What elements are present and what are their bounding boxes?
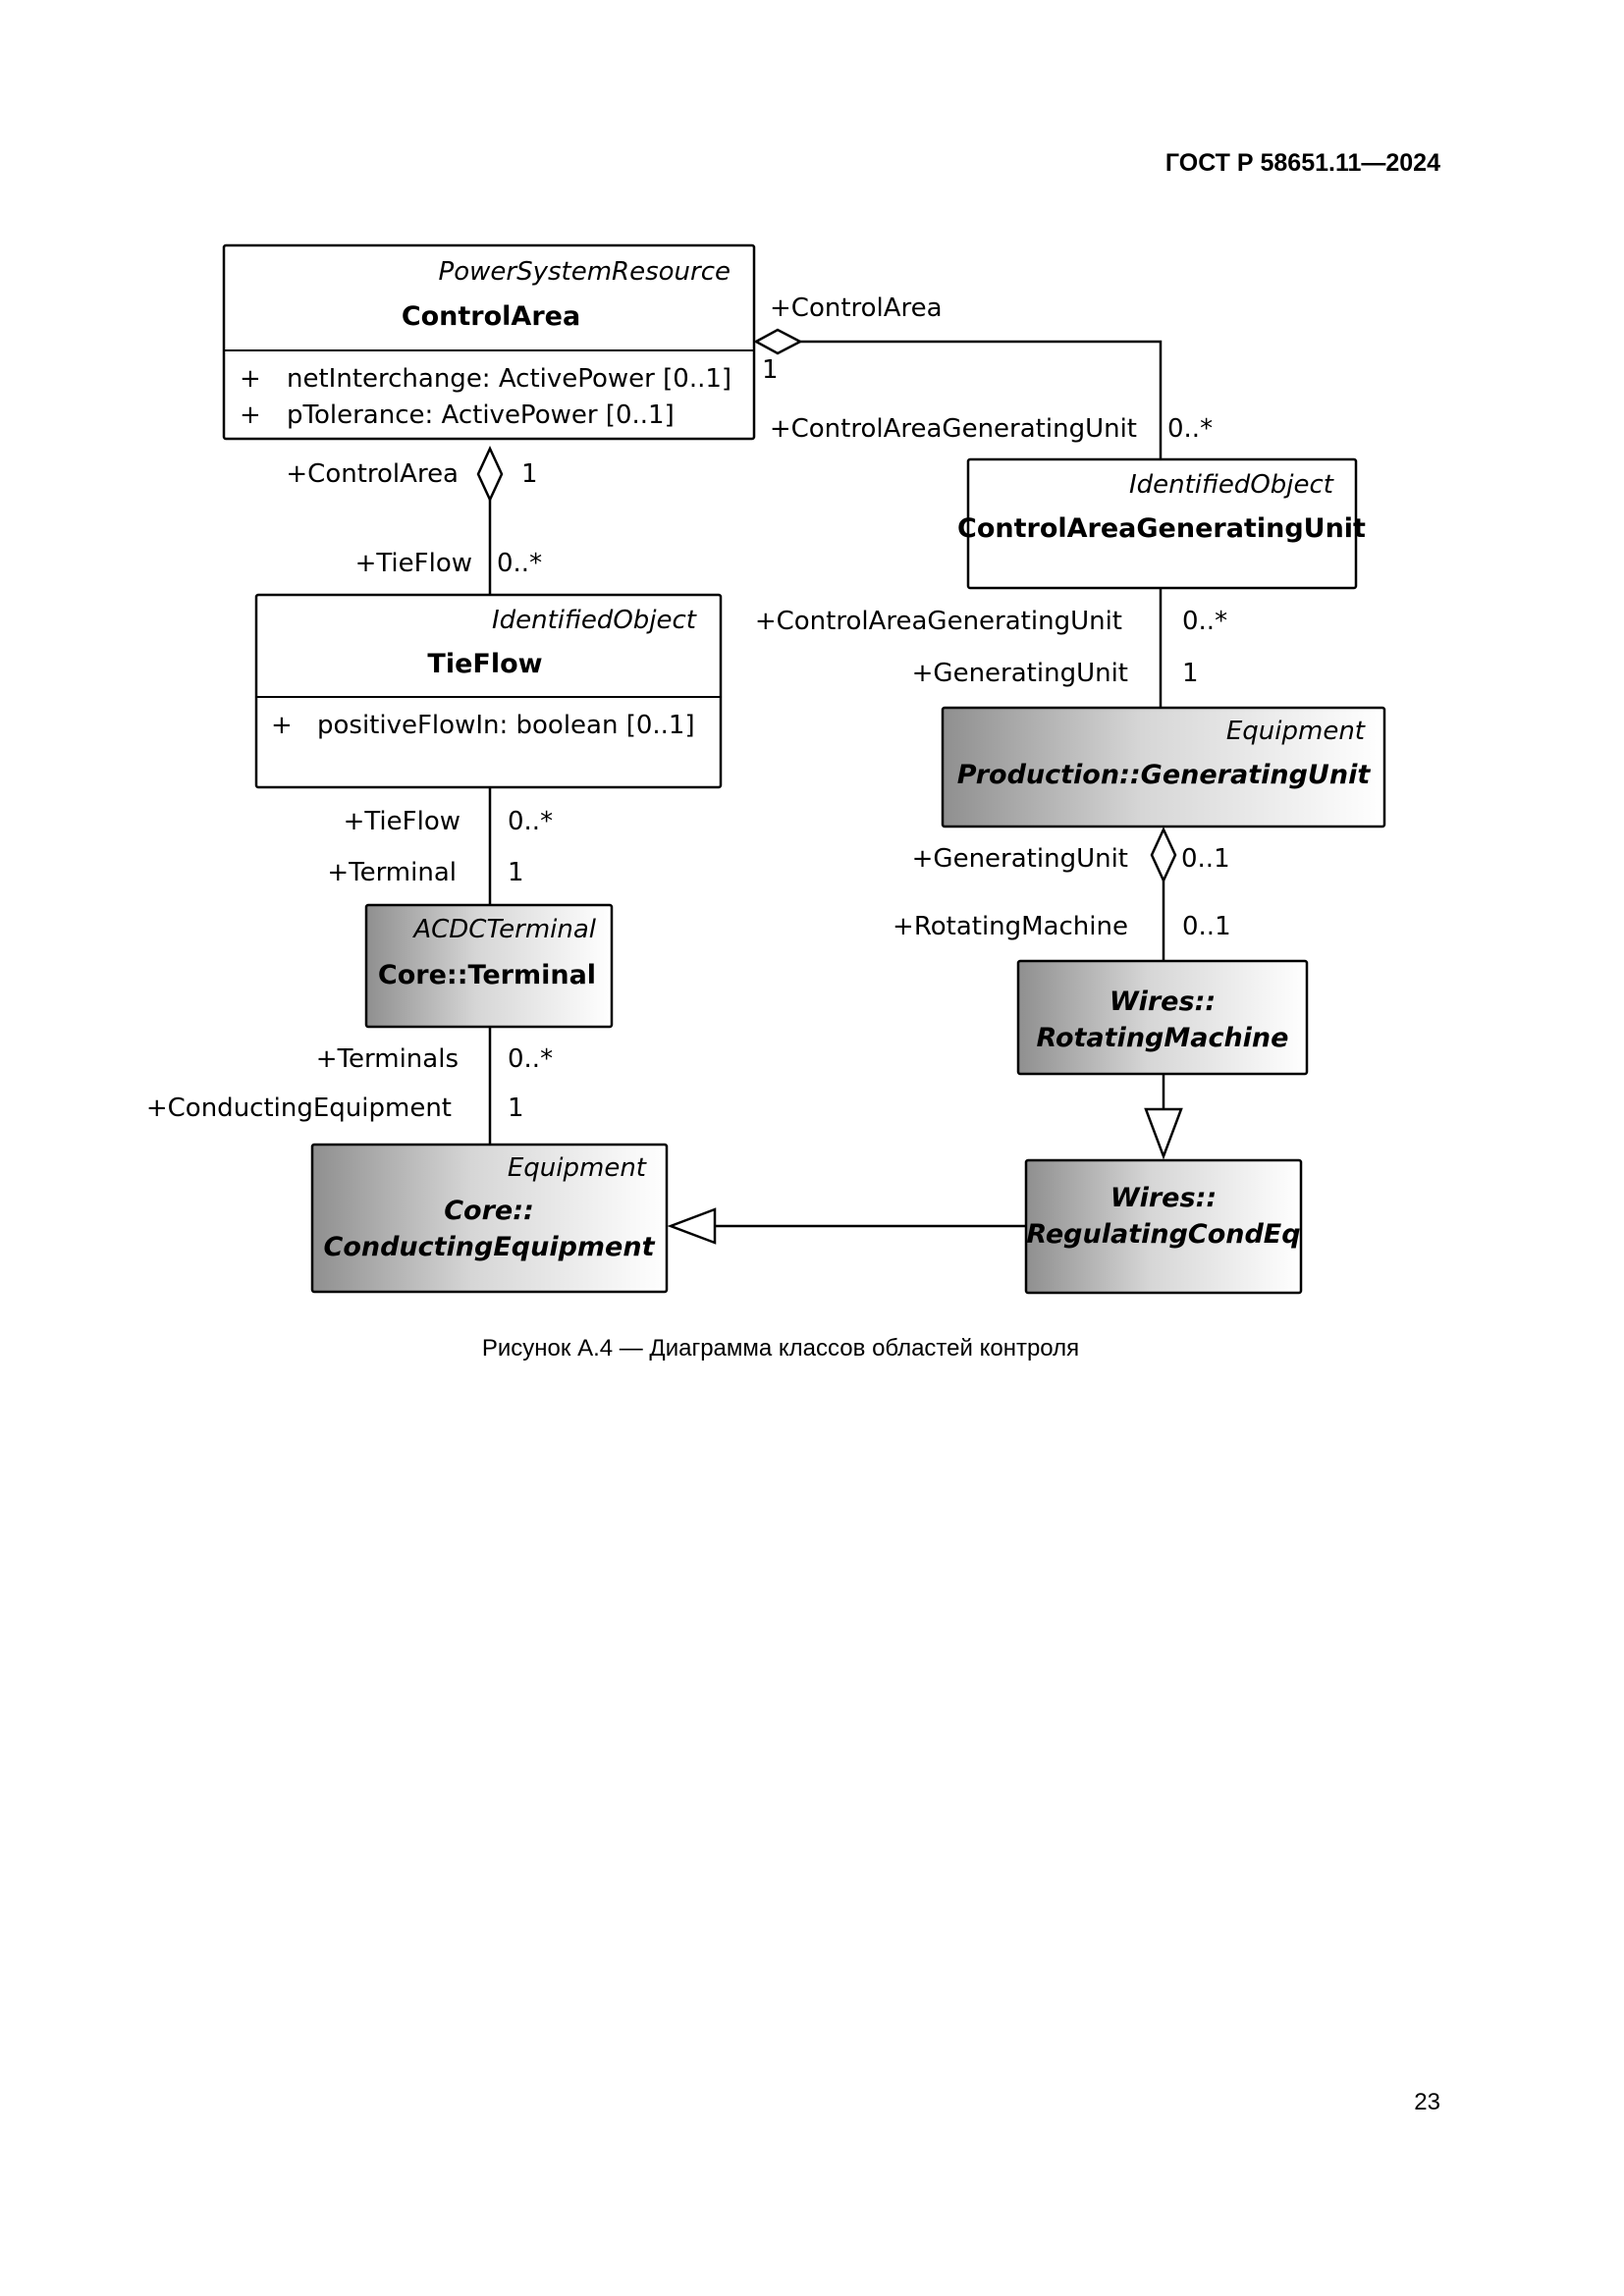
aggregation-diamond-gu-rm <box>1150 827 1177 883</box>
page-header: ГОСТ Р 58651.11—2024 <box>1164 149 1440 177</box>
mult-ca-tieflow-target: 0..* <box>497 549 542 578</box>
mult-terminal-ce-target: 1 <box>508 1094 524 1123</box>
class-generating-unit: Equipment Production::GeneratingUnit <box>941 706 1386 828</box>
mult-gu-rm-target: 0..1 <box>1182 912 1231 941</box>
mult-tieflow-terminal-source: 0..* <box>508 807 553 836</box>
role-ca-cagu-target: +ControlAreaGeneratingUnit <box>770 414 1137 444</box>
role-gu-rm-source: +GeneratingUnit <box>912 844 1128 874</box>
class-control-area: PowerSystemResource ControlArea + netInt… <box>222 243 756 441</box>
aggregation-diamond-ca-tieflow <box>476 446 504 503</box>
page-number: 23 <box>1414 2089 1440 2115</box>
class-conducting-equipment-name-line1: Core:: <box>444 1196 534 1226</box>
class-regulating-cond-eq-box <box>1024 1158 1303 1295</box>
class-tie-flow-attr-1-visibility: + <box>271 711 293 740</box>
mult-ca-cagu-target: 0..* <box>1167 414 1213 444</box>
class-generating-unit-box <box>941 706 1386 828</box>
class-conducting-equipment-name-line2: ConductingEquipment <box>324 1232 656 1262</box>
class-conducting-equipment: Equipment Core:: ConductingEquipment <box>310 1143 669 1294</box>
role-tieflow-terminal-target: +Terminal <box>327 858 457 887</box>
generalization-markers <box>667 1107 1183 1245</box>
mult-ca-tieflow-source: 1 <box>521 459 538 489</box>
role-gu-rm-target: +RotatingMachine <box>893 912 1128 941</box>
role-terminal-ce-source: +Terminals <box>316 1044 459 1074</box>
role-terminal-ce-target: +ConductingEquipment <box>146 1094 452 1123</box>
role-cagu-gu-target: +GeneratingUnit <box>912 659 1128 688</box>
aggregation-markers <box>476 328 1177 883</box>
connectors <box>488 340 1165 1228</box>
class-control-area-generating-unit: IdentifiedObject ControlAreaGeneratingUn… <box>957 457 1366 590</box>
class-control-area-name: ControlArea <box>402 301 580 332</box>
class-control-area-attr-2-visibility: + <box>240 400 261 430</box>
class-cagu-box <box>966 457 1358 590</box>
class-regulating-cond-eq-name-line2: RegulatingCondEq <box>1026 1219 1300 1250</box>
class-tie-flow-name: TieFlow <box>427 649 542 679</box>
class-tie-flow: IdentifiedObject TieFlow + positiveFlowI… <box>254 593 723 789</box>
role-ca-tieflow-target: +TieFlow <box>355 549 472 578</box>
class-cagu-stereotype: IdentifiedObject <box>1129 470 1334 500</box>
class-terminal-name: Core::Terminal <box>378 960 596 990</box>
class-control-area-stereotype: PowerSystemResource <box>439 257 731 287</box>
mult-gu-rm-source: 0..1 <box>1181 844 1230 874</box>
assoc-line-ca-cagu <box>800 340 1163 459</box>
figure-caption: Рисунок А.4 — Диаграмма классов областей… <box>481 1335 1080 1362</box>
class-terminal: ACDCTerminal Core::Terminal <box>364 903 614 1029</box>
class-rotating-machine-name-line1: Wires:: <box>1110 987 1216 1017</box>
class-terminal-stereotype: ACDCTerminal <box>411 915 596 944</box>
class-control-area-box <box>222 243 756 441</box>
class-tie-flow-stereotype: IdentifiedObject <box>492 606 697 635</box>
aggregation-diamond-ca-cagu <box>753 328 803 355</box>
role-ca-cagu-source: +ControlArea <box>770 294 943 323</box>
mult-cagu-gu-target: 1 <box>1182 659 1199 688</box>
class-generating-unit-name: Production::GeneratingUnit <box>957 760 1372 790</box>
generalization-triangle-rm <box>1144 1107 1183 1160</box>
class-regulating-cond-eq-name-line1: Wires:: <box>1110 1183 1217 1213</box>
class-cagu-name: ControlAreaGeneratingUnit <box>957 513 1366 544</box>
class-control-area-attr-1-visibility: + <box>240 364 261 394</box>
class-rotating-machine: Wires:: RotatingMachine <box>1016 959 1309 1076</box>
class-rotating-machine-box <box>1016 959 1309 1076</box>
mult-tieflow-terminal-target: 1 <box>508 858 524 887</box>
class-conducting-equipment-box <box>310 1143 669 1294</box>
class-tie-flow-attr-1: positiveFlowIn: boolean [0..1] <box>317 711 695 740</box>
mult-ca-cagu-source: 1 <box>762 355 779 385</box>
generalization-triangle-ce <box>667 1207 717 1245</box>
role-cagu-gu-source: +ControlAreaGeneratingUnit <box>755 607 1122 636</box>
class-generating-unit-stereotype: Equipment <box>1226 717 1366 746</box>
class-rotating-machine-name-line2: RotatingMachine <box>1037 1023 1289 1053</box>
class-regulating-cond-eq: Wires:: RegulatingCondEq <box>1024 1158 1303 1295</box>
class-control-area-attr-1: netInterchange: ActivePower [0..1] <box>287 364 731 394</box>
association-labels: +ControlArea 1 +ControlAreaGeneratingUni… <box>146 294 1231 1123</box>
class-control-area-attr-2: pTolerance: ActivePower [0..1] <box>287 400 675 430</box>
mult-cagu-gu-source: 0..* <box>1182 607 1227 636</box>
role-ca-tieflow-source: +ControlArea <box>286 459 459 489</box>
class-terminal-box <box>364 903 614 1029</box>
class-tie-flow-box <box>254 593 723 789</box>
class-conducting-equipment-stereotype: Equipment <box>508 1153 647 1183</box>
role-tieflow-terminal-source: +TieFlow <box>344 807 460 836</box>
mult-terminal-ce-source: 0..* <box>508 1044 553 1074</box>
